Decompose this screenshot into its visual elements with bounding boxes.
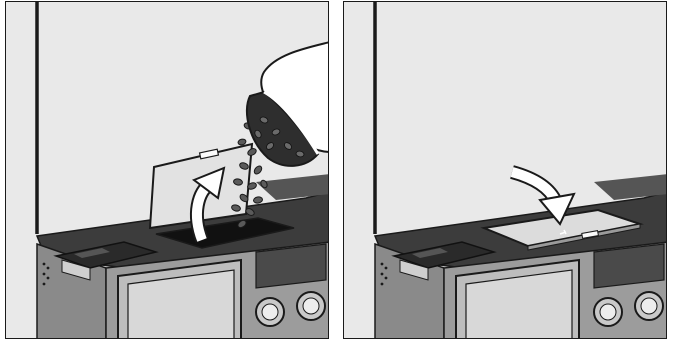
- panel-close-lid-illustration: [344, 2, 667, 339]
- control-panel-display: [594, 244, 664, 288]
- control-panel-display: [256, 244, 326, 288]
- panel-fill-beans-illustration: [6, 2, 329, 339]
- panel-fill-beans: [5, 1, 329, 339]
- panel-close-lid: [343, 1, 667, 339]
